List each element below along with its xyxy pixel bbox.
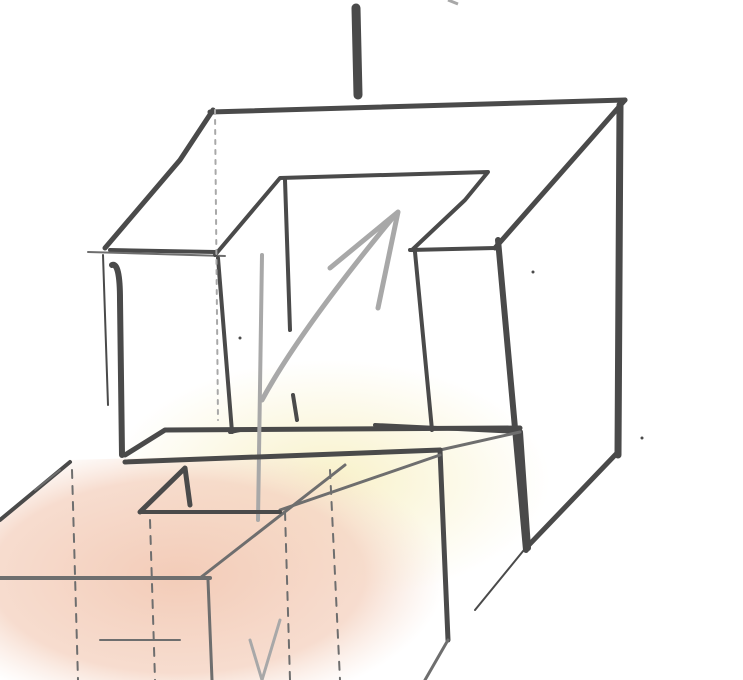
corner-scribble [448, 0, 458, 4]
peach-block-fill [0, 450, 445, 680]
top-tick-mark [356, 8, 358, 95]
